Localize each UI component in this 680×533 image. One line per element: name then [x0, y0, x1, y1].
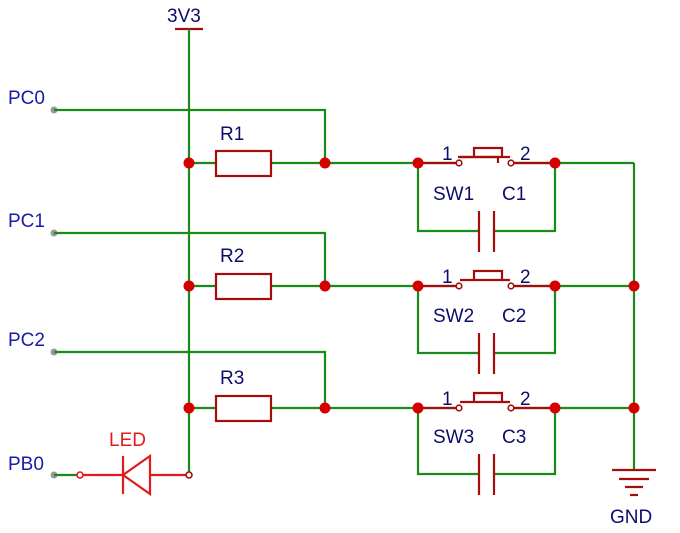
- capacitor-label-c3: C3: [502, 427, 526, 448]
- junction-dots: [183, 157, 640, 414]
- capacitor-label-c2: C2: [502, 306, 526, 327]
- capacitor-c1: [477, 211, 496, 252]
- switch-pin1-label-sw3: 1: [442, 389, 453, 410]
- capacitor-label-c1: C1: [502, 184, 526, 205]
- row-3-wiring: [189, 406, 634, 476]
- capacitor-c2: [477, 333, 496, 374]
- led-label: LED: [109, 430, 146, 451]
- power-symbol: [175, 27, 203, 475]
- switch-label-sw3: SW3: [433, 427, 474, 448]
- resistor-r1: [214, 149, 273, 178]
- switch-pin1-label-sw1: 1: [442, 144, 453, 165]
- port-label-pb0: PB0: [8, 454, 44, 475]
- switch-pin2-label-sw1: 2: [520, 144, 531, 165]
- led-branch: [50, 471, 193, 479]
- switch-label-sw2: SW2: [433, 306, 474, 327]
- ground-symbol: [612, 163, 656, 497]
- resistor-r2: [214, 272, 273, 301]
- pc0-net: [50, 106, 327, 163]
- resistor-r3: [214, 394, 273, 423]
- resistor-label-r2: R2: [220, 246, 244, 267]
- switch-pin2-label-sw3: 2: [520, 389, 531, 410]
- ground-label: GND: [610, 507, 652, 528]
- capacitor-c3: [477, 454, 496, 495]
- switch-label-sw1: SW1: [433, 184, 474, 205]
- switch-sw2: [418, 269, 555, 290]
- led-diode: [121, 453, 152, 497]
- row-2-wiring: [189, 284, 634, 355]
- switch-sw1: [418, 146, 555, 167]
- power-label: 3V3: [167, 6, 201, 27]
- port-label-pc2: PC2: [8, 330, 45, 351]
- port-label-pc0: PC0: [8, 88, 45, 109]
- pc2-net: [50, 348, 327, 408]
- switch-sw3: [418, 391, 555, 412]
- resistor-label-r3: R3: [220, 368, 244, 389]
- row-1-wiring: [189, 161, 634, 233]
- switch-pin1-label-sw2: 1: [442, 267, 453, 288]
- port-label-pc1: PC1: [8, 211, 45, 232]
- pc1-net: [50, 229, 327, 286]
- resistor-label-r1: R1: [220, 124, 244, 145]
- switch-pin2-label-sw2: 2: [520, 267, 531, 288]
